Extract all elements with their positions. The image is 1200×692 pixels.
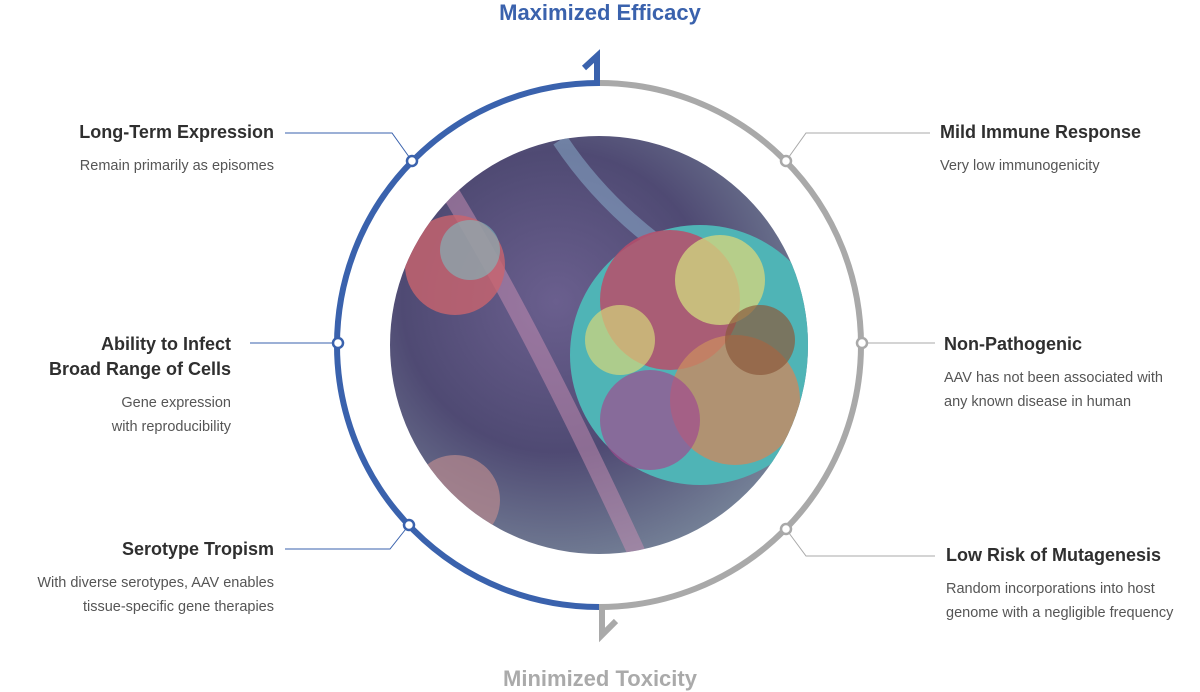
feature-title: Serotype Tropism	[121, 539, 274, 559]
feature-desc: Gene expression	[121, 395, 231, 411]
feature-desc: tissue-specific gene therapies	[82, 599, 274, 615]
feature-low-mutagenesis: Low Risk of Mutagenesis Random incorpora…	[946, 543, 1173, 625]
feature-desc: AAV has not been associated with	[944, 370, 1163, 386]
feature-title: Low Risk of Mutagenesis	[946, 545, 1162, 565]
feature-desc: Very low immunogenicity	[940, 158, 1100, 174]
node-dot	[402, 518, 416, 532]
feature-desc: with reproducibility	[111, 419, 231, 435]
feature-long-term-expression: Long-Term Expression Remain primarily as…	[79, 120, 274, 178]
feature-title-line2: Broad Range of Cells	[48, 359, 231, 379]
feature-serotype-tropism: Serotype Tropism With diverse serotypes,…	[37, 537, 274, 619]
feature-desc: Random incorporations into host	[946, 581, 1155, 597]
feature-title: Long-Term Expression	[79, 122, 274, 142]
node-dot	[405, 154, 419, 168]
feature-broad-range: Ability to Infect Broad Range of Cells G…	[49, 332, 231, 439]
node-dot	[855, 336, 869, 350]
feature-title: Mild Immune Response	[940, 122, 1142, 142]
maximized-efficacy-label: Maximized Efficacy	[499, 0, 701, 25]
feature-desc: genome with a negligible frequency	[946, 605, 1174, 621]
node-dot	[779, 522, 793, 536]
feature-mild-immune-response: Mild Immune Response Very low immunogeni…	[940, 120, 1141, 178]
feature-desc: Remain primarily as episomes	[79, 158, 274, 174]
feature-non-pathogenic: Non-Pathogenic AAV has not been associat…	[944, 332, 1163, 414]
feature-desc: With diverse serotypes, AAV enables	[37, 575, 274, 591]
feature-title: Ability to Infect	[101, 334, 231, 354]
minimized-toxicity-label: Minimized Toxicity	[503, 666, 697, 691]
node-dot	[779, 154, 793, 168]
top-arrow-icon	[581, 49, 600, 86]
feature-desc: any known disease in human	[944, 394, 1132, 410]
node-dot	[331, 336, 345, 350]
bottom-arrow-icon	[599, 604, 619, 643]
feature-title: Non-Pathogenic	[944, 334, 1082, 354]
aav-capsid-image	[390, 136, 808, 554]
